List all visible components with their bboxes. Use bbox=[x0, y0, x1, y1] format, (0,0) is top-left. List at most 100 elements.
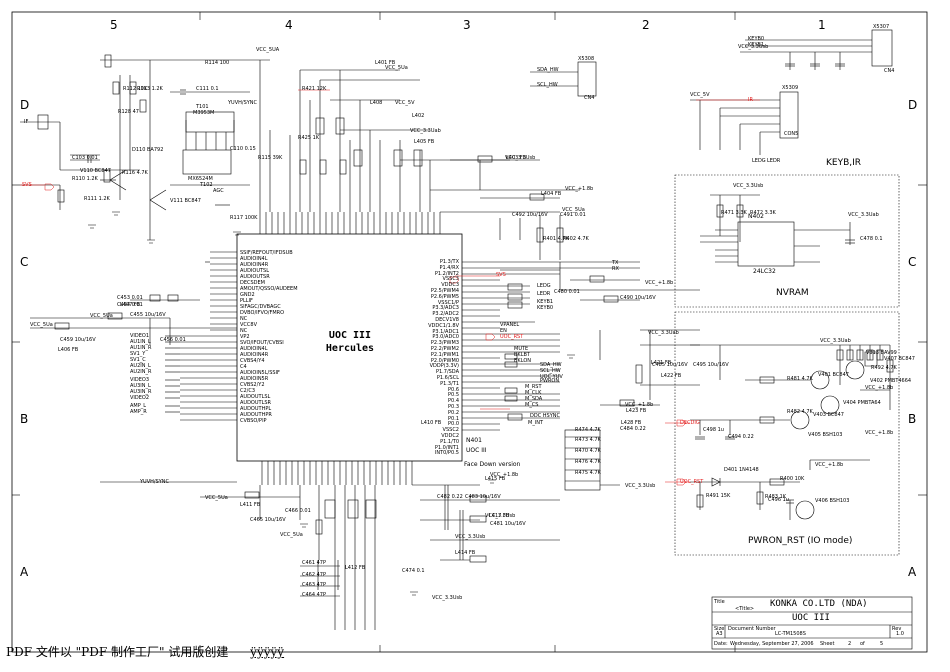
net-vcc-5ua-left2: VCC_5Ua bbox=[90, 313, 113, 319]
left-pin-label: AUDIOIN4R bbox=[240, 262, 269, 268]
right-pin-label: INT0/P0.5 bbox=[434, 450, 459, 457]
grid-row-c-right: C bbox=[908, 255, 917, 269]
grid-row-d-left: D bbox=[20, 98, 30, 112]
component-label: C462 47P bbox=[302, 572, 327, 578]
t101-part: M3953M bbox=[193, 110, 215, 116]
signal-label: TX bbox=[612, 260, 619, 266]
right-pin-label: P2.6/PWM5 bbox=[430, 293, 459, 300]
component-label: C466 0.01 bbox=[285, 508, 311, 514]
component-label: R492 4.7K bbox=[871, 365, 897, 371]
component-label: L406 FB bbox=[58, 347, 79, 353]
component-label: V313 BAV99 bbox=[866, 350, 897, 356]
component-label: R400 10K bbox=[780, 476, 805, 482]
size-label: Size bbox=[714, 626, 725, 632]
left-pin-label: VCC8V bbox=[240, 322, 258, 328]
left-pin-label: SIFAGC/DVBAGC bbox=[240, 304, 281, 310]
net-vcc-33uab-top: VCC_3.3Uab bbox=[410, 128, 441, 134]
component-label: L410 FB bbox=[421, 420, 442, 426]
right-pin-label: VDDP(3.3V) bbox=[429, 363, 459, 370]
component-label: L417 FB bbox=[489, 513, 510, 519]
section-nvram: NVRAM bbox=[776, 288, 809, 298]
net-vcc-5ua-bottom: VCC_5Ua bbox=[205, 495, 228, 501]
video-input-label: VIDEO2 bbox=[130, 395, 150, 401]
component-label: R110 1.2K bbox=[72, 176, 98, 182]
signal-label: BKLON bbox=[514, 358, 531, 364]
component-label: C455 10u/16V bbox=[130, 312, 166, 318]
net-vcc-33usb-bottom3: VCC_3.3Usb bbox=[432, 595, 463, 601]
component-label: R474 4.7K bbox=[575, 427, 601, 433]
net-yuvh-top: YUVH/SYNC bbox=[228, 100, 258, 106]
signal-label: BKLBT bbox=[514, 352, 530, 358]
signal-label: UOC YUV bbox=[540, 374, 563, 380]
right-pin-label: P0.1 bbox=[448, 415, 459, 422]
right-pin-label: VDDC1/1.8V bbox=[428, 322, 459, 329]
component-label: L401 FB bbox=[375, 60, 396, 66]
signal-label: SDA_HW bbox=[540, 362, 562, 368]
video-input-label: AU3IN_R bbox=[130, 389, 152, 395]
right-pin-label: P1.7/SDA bbox=[435, 369, 459, 376]
left-pin-label: AUDOUTLSR bbox=[240, 400, 272, 406]
component-label: L423 FB bbox=[626, 408, 647, 414]
left-pin-label: AUDIOIN4R bbox=[240, 352, 269, 358]
left-pin-label: C2/C3 bbox=[240, 388, 256, 394]
component-label: R113 1.2K bbox=[137, 86, 163, 92]
component-label: R482 4.7K bbox=[787, 409, 813, 415]
left-pin-label: AMOUT/QSSO/AUDEEM bbox=[240, 286, 298, 292]
right-pin-label: P3.2/ADC2 bbox=[432, 311, 459, 318]
right-pin-label: VSSC2 bbox=[442, 427, 459, 434]
footer-link[interactable]: ÿÿÿÿÿ bbox=[250, 645, 285, 659]
net-vcc-18b-pwron: VCC_+1.8b bbox=[865, 430, 894, 436]
doc-value: LC-TM1508S bbox=[775, 631, 806, 637]
nvram-ref: N402 bbox=[748, 213, 764, 220]
net-svs: SVS bbox=[22, 182, 32, 188]
net-vcc-33uab-pwron: VCC_3.3Uab bbox=[820, 338, 851, 344]
left-pin-label: AUDIOUTSR bbox=[240, 274, 270, 280]
component-label: L407 FB bbox=[120, 302, 141, 308]
signal-label: SVS bbox=[496, 272, 506, 278]
x5309-part: CON5 bbox=[784, 131, 799, 137]
signal-label: M_INT bbox=[528, 420, 544, 426]
x5307-pin-keyb0: KEYB0 bbox=[748, 36, 765, 42]
net-decdig: DECDIG bbox=[680, 420, 700, 426]
net-yuvh-bottom: YUVH/SYNC bbox=[140, 479, 170, 485]
x5309-pin-ledr: LEDR bbox=[767, 158, 781, 164]
component-label: L415 FB bbox=[485, 476, 506, 482]
component-label: R472 3.3K bbox=[750, 210, 776, 216]
main-chip-ref: N401 bbox=[466, 437, 482, 444]
t102-part: MX6524M bbox=[188, 176, 213, 182]
net-if: IF bbox=[24, 119, 29, 125]
grid-row-b-left: B bbox=[20, 412, 29, 426]
net-vcc-18b-right: VCC_+1.8b bbox=[645, 280, 674, 286]
component-label: C474 0.1 bbox=[402, 568, 425, 574]
left-pin-label: AUDIOIN4L bbox=[240, 256, 268, 262]
t101-ref: T101 bbox=[196, 104, 209, 110]
right-pin-label: P0.5 bbox=[448, 392, 459, 399]
main-chip-subtitle: Hercules bbox=[325, 343, 375, 354]
component-label: R483 1K bbox=[765, 494, 787, 500]
grid-col-5-top: 5 bbox=[110, 18, 118, 32]
x5309-pin-ledg: LEDG bbox=[752, 158, 766, 164]
right-pin-label: P1.1/T0 bbox=[440, 438, 459, 445]
x5308-pin-sda: SDA_HW bbox=[537, 67, 559, 73]
sheet-label: Sheet bbox=[820, 641, 835, 647]
component-label: L402 bbox=[412, 113, 425, 119]
video-input-label: AU3IN_L bbox=[130, 383, 151, 389]
component-label: L408 bbox=[370, 100, 383, 106]
title-company: KONKA CO.LTD (NDA) bbox=[770, 599, 868, 609]
signal-label: EN bbox=[500, 328, 507, 334]
signal-label: LEDG bbox=[537, 283, 551, 289]
x5308-pin-scl: SCL_HW bbox=[537, 82, 558, 88]
x5308-part: CN4 bbox=[584, 95, 595, 101]
grid-row-a-left: A bbox=[20, 565, 29, 579]
component-label: C478 0.1 bbox=[860, 236, 883, 242]
t102-ref: T102 bbox=[200, 182, 213, 188]
signal-label: MUTE bbox=[514, 346, 529, 352]
net-vcc-33usb-bottom2: VCC_3.3Usb bbox=[455, 534, 486, 540]
net-vcc-33usb-right: VCC_3.3Usb bbox=[625, 483, 656, 489]
component-label: D401 1N4148 bbox=[724, 467, 759, 473]
component-label: L414 FB bbox=[455, 550, 476, 556]
video-input-label: VIDEO1 bbox=[130, 333, 150, 339]
video-input-label: VIDEO3 bbox=[130, 377, 150, 383]
component-label: C454 0.01 bbox=[117, 302, 143, 308]
component-label: C464 47P bbox=[302, 592, 327, 598]
